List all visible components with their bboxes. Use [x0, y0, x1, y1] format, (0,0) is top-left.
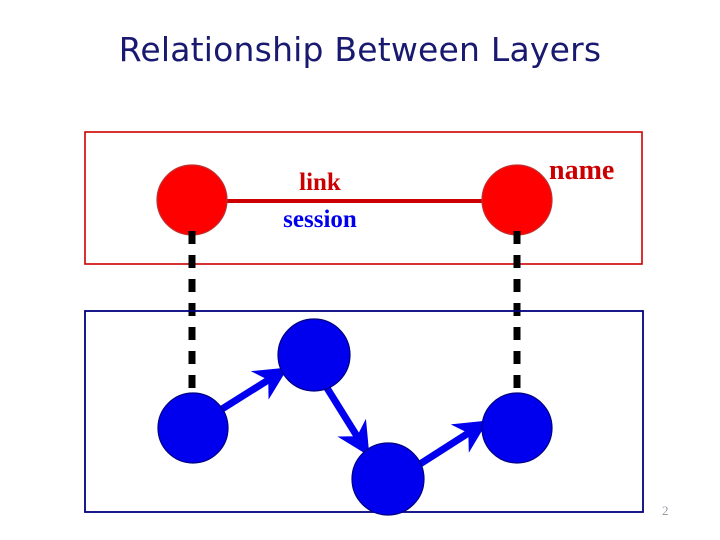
blue-arrow-1-to-2 [220, 367, 289, 412]
blue-node-3[interactable] [351, 442, 425, 516]
upper-layer-group [84, 131, 643, 265]
page-title: Relationship Between Layers [118, 30, 602, 69]
blue-arrow-3-to-4 [418, 420, 489, 467]
name-label: name [549, 155, 615, 186]
link-label: link [299, 169, 341, 196]
blue-node-1[interactable] [157, 392, 229, 464]
blue-node-4[interactable] [481, 392, 553, 464]
page-number: 2 [662, 503, 669, 518]
lower-layer-group [84, 310, 644, 516]
session-label: session [283, 206, 357, 233]
interlayer-connectors [188, 231, 521, 396]
lower-layer-box [84, 310, 644, 513]
blue-node-2[interactable] [277, 318, 351, 392]
blue-arrow-2-to-3 [324, 386, 370, 457]
